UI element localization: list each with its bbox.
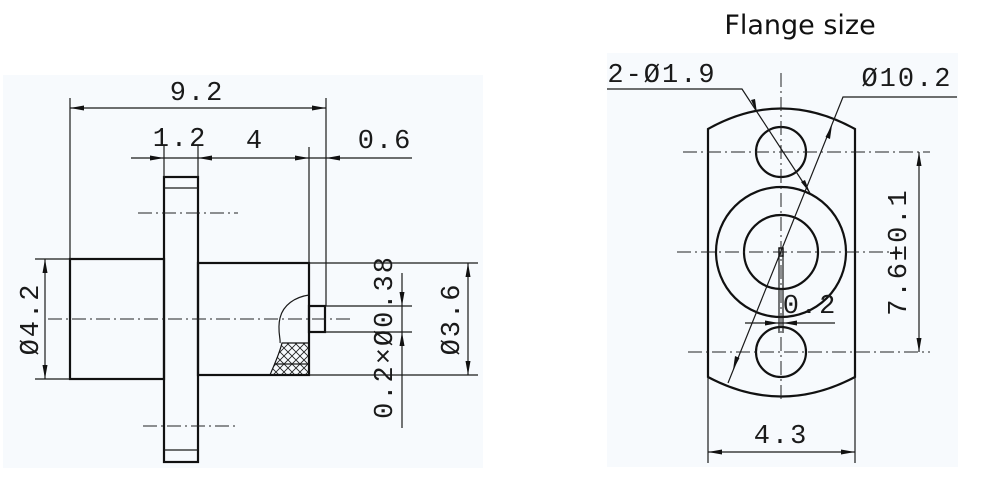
front-view: 2-Ø1.9 Ø10.2 7.6±0.1 4.3 0.2 (607, 53, 958, 467)
body-length-label: 4 (246, 127, 264, 157)
hole-spacing-label: 7.6±0.1 (885, 188, 915, 315)
pin-spec-label: 0.2×Ø0.38 (371, 255, 401, 419)
overall-length-label: 9.2 (170, 79, 225, 109)
break-line (278, 294, 310, 344)
flange-thickness-label: 1.2 (153, 125, 208, 155)
pin-length-label: 0.6 (358, 127, 413, 157)
side-view: 9.2 1.2 4 0.6 Ø4.2 Ø3.6 0.2×Ø0.38 (3, 75, 483, 468)
body-diameter-label: Ø4.2 (17, 283, 47, 356)
crosshatch-section (269, 342, 310, 376)
diagram-title: Flange size (724, 10, 875, 41)
flange-width-label: 4.3 (754, 422, 809, 452)
flange-diameter-label: Ø10.2 (861, 65, 952, 95)
mount-holes-label: 2-Ø1.9 (607, 61, 716, 91)
rear-diameter-label: Ø3.6 (438, 283, 468, 356)
pin-width-label: 0.2 (783, 292, 838, 322)
side-view-panel (3, 75, 483, 468)
